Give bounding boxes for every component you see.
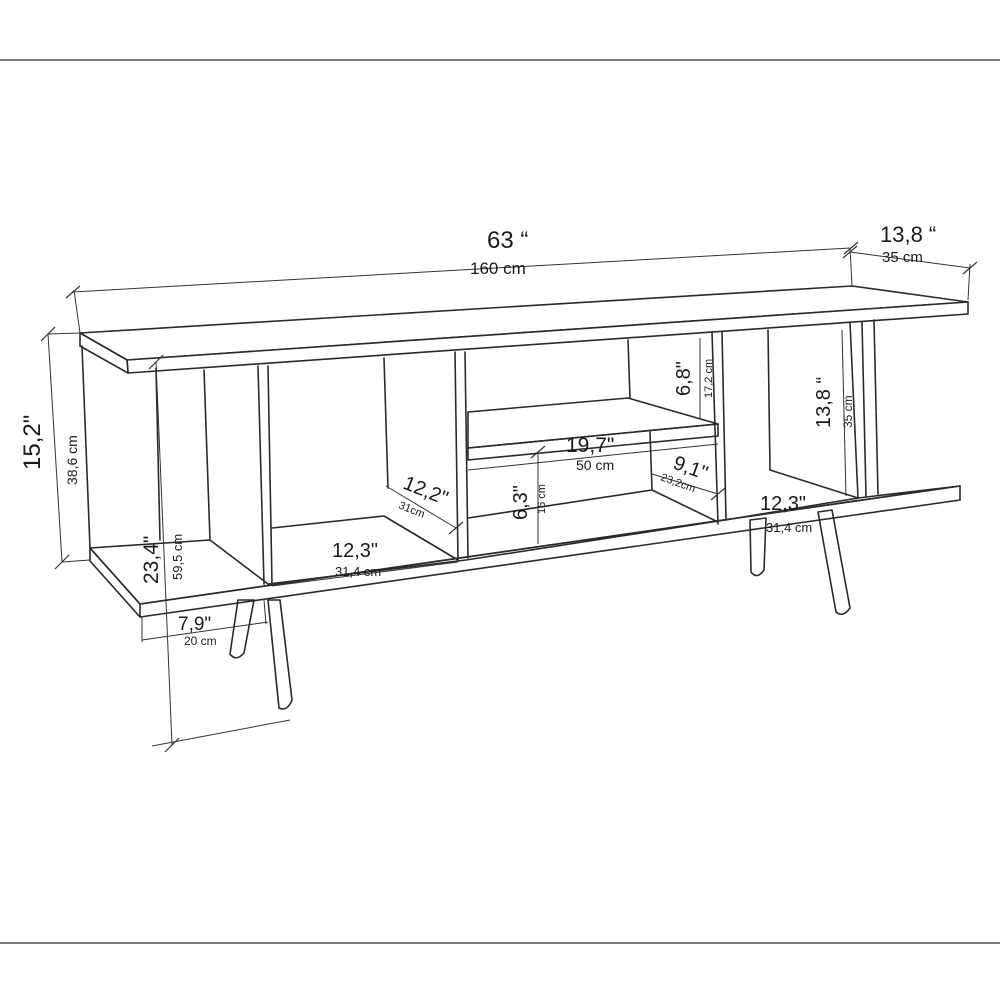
- partition-4-back: [721, 331, 727, 521]
- height-dimension-line: [47, 333, 63, 563]
- leg-span-dimension-line: [155, 361, 173, 746]
- right-compartment-back-post: [767, 329, 771, 471]
- center-lower-height-inch: 6,3": [510, 485, 532, 520]
- right-width-cm: 31,4 cm: [766, 520, 812, 535]
- partitions: [203, 319, 879, 585]
- center-upper-back-post: [627, 339, 631, 399]
- left-compartment-width-cm: 31,4 cm: [335, 564, 381, 579]
- overall-width-cm: 160 cm: [470, 259, 526, 278]
- legs: [229, 509, 851, 710]
- overall-height-cm: 38,6 cm: [64, 435, 80, 485]
- overall-width-inch: 63 “: [487, 227, 528, 254]
- bottom-divider-rule: [0, 942, 1000, 944]
- right-height-line: [841, 329, 847, 497]
- top-divider-rule: [0, 59, 1000, 61]
- partition-1-back: [267, 365, 273, 585]
- leg-span-inch: 23,4": [140, 536, 163, 584]
- top-slab: [79, 285, 969, 374]
- leg-front-left: [267, 599, 293, 710]
- right-end-panel: [873, 319, 879, 495]
- center-width-inch: 19,7": [566, 434, 614, 457]
- bottom-left-side: [89, 547, 141, 618]
- partition-5-front: [849, 321, 859, 499]
- bottom-front-edge-bottom: [139, 499, 961, 618]
- top-side-edge: [79, 332, 129, 374]
- depth-dimension-line: [849, 251, 971, 269]
- partition-4-front: [711, 331, 719, 525]
- shelf-front-edge: [467, 423, 719, 461]
- partition-5-back: [861, 321, 867, 497]
- center-upper-height-cm: 17,2 cm: [703, 359, 715, 398]
- leg-span-cm: 59,5 cm: [170, 534, 185, 580]
- right-compartment-floor-edge: [769, 469, 859, 499]
- overall-depth-inch: 13,8 “: [880, 222, 936, 247]
- width-dimension-line: [71, 247, 851, 293]
- dimension-labels: 63 “ 160 cm 13,8 “ 35 cm 15,2" 38,6 cm 2…: [19, 222, 936, 648]
- left-compartment-width-inch: 12,3": [332, 540, 378, 562]
- left-compartment-width-line: [271, 561, 459, 587]
- partition-2-rear: [383, 357, 389, 489]
- left-side-panel: [81, 345, 91, 549]
- dimension-lines: [40, 241, 978, 753]
- partition-1-front: [257, 365, 265, 585]
- right-width-line: [725, 499, 859, 521]
- right-height-inch: 13,8 “: [813, 377, 835, 428]
- center-depth-line: [651, 473, 719, 495]
- left-compartment-floor-edge: [271, 515, 459, 561]
- left-offset-dimension-line: [141, 621, 269, 641]
- right-height-cm: 35 cm: [841, 395, 855, 428]
- leg-front-right: [817, 509, 851, 616]
- overall-depth-cm: 35 cm: [882, 249, 923, 266]
- leg-back-left: [229, 599, 255, 659]
- left-compartment-depth-line: [385, 485, 457, 529]
- left-compartment-depth-cm: 31cm: [397, 500, 426, 521]
- overall-height-inch: 15,2": [19, 415, 46, 470]
- partition-3-back: [464, 351, 469, 559]
- center-width-cm: 50 cm: [576, 457, 614, 473]
- left-back-post: [203, 369, 211, 541]
- center-upper-height-inch: 6,8": [673, 361, 695, 396]
- center-lower-floor-back: [467, 489, 653, 519]
- left-offset-cm: 20 cm: [184, 634, 217, 648]
- leg-back-right: [749, 517, 767, 577]
- center-width-line: [467, 443, 719, 471]
- left-offset-inch: 7,9": [178, 614, 211, 635]
- partition-3-front: [454, 351, 459, 561]
- left-side-panel-inner: [155, 367, 161, 541]
- right-width-inch: 12,3": [760, 493, 806, 515]
- center-lower-height-cm: 16 cm: [536, 484, 548, 514]
